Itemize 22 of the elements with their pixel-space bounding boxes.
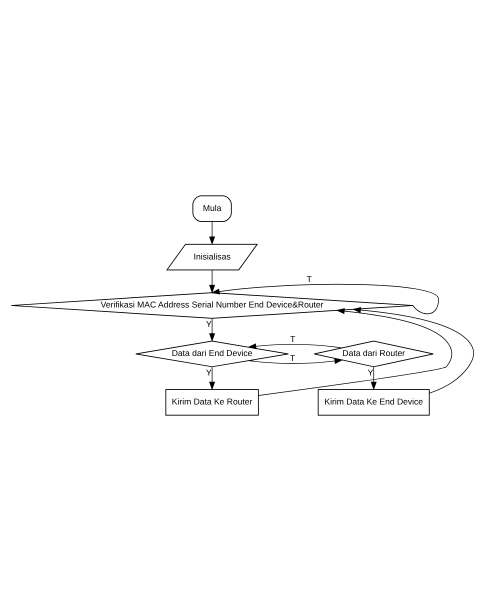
arrow — [209, 318, 216, 342]
node-diamond: Data dari Router — [314, 340, 434, 367]
arrow — [370, 366, 377, 390]
node-diamond: Verifikasi MAC Address Serial Number End Device&Router — [10, 292, 414, 318]
node-diamond: Data dari End Device — [135, 340, 289, 367]
arrow — [209, 366, 216, 390]
node-box: Kirim Data Ke Router — [165, 388, 259, 416]
edge-label: T — [290, 333, 296, 344]
edge-label: Y — [206, 318, 212, 329]
arrow — [209, 269, 216, 293]
node-box: Mula — [192, 194, 232, 222]
edge-label: Y — [368, 367, 374, 378]
arrow — [211, 283, 439, 314]
node-box: Kirim Data Ke End Device — [318, 388, 430, 416]
arrow — [209, 220, 216, 245]
arrow — [352, 306, 474, 394]
arrow — [248, 358, 344, 364]
arrow — [258, 308, 452, 396]
edge-label: Y — [206, 367, 212, 378]
edge-label: T — [290, 352, 296, 363]
edge-label: T — [306, 274, 312, 284]
arrow — [248, 342, 342, 349]
